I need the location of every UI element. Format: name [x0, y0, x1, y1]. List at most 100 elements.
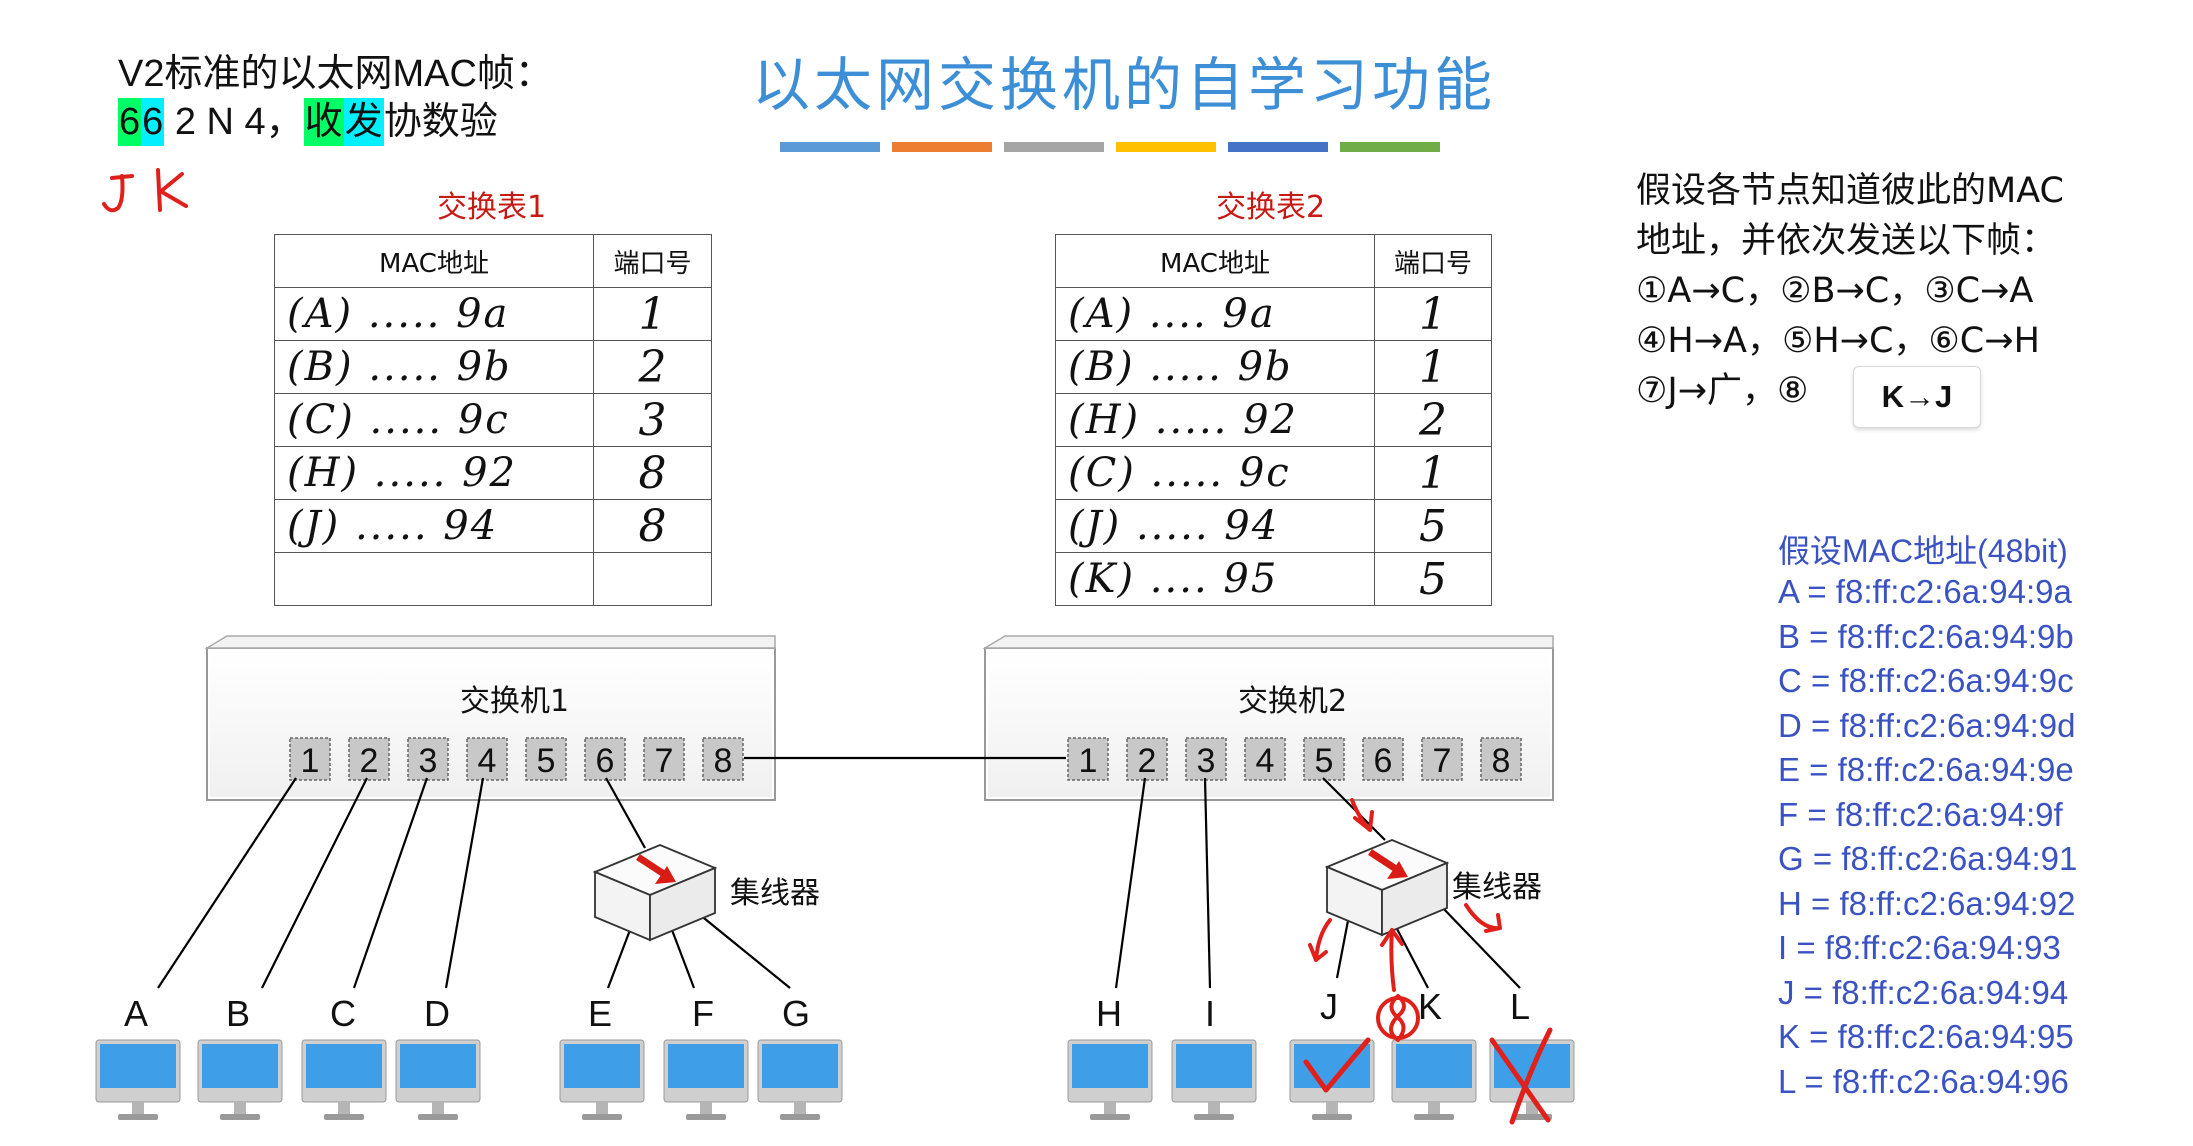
- switch-2-port-5: [1303, 737, 1345, 781]
- switch-1-port-label: 1: [301, 742, 320, 780]
- table2-port-cell: 1: [1374, 446, 1492, 500]
- switch-2-port-label: 8: [1492, 742, 1511, 780]
- switch-2-port-6: [1362, 737, 1404, 781]
- send-highlight: 发: [343, 98, 384, 146]
- switch-1-links: [157, 777, 791, 989]
- page-title: 以太网交换机的自学习功能: [752, 51, 1497, 119]
- table-row: (J) ..... 94 5: [1055, 499, 1492, 553]
- title-color-bar: [1228, 142, 1328, 152]
- table2-port-cell: 5: [1374, 552, 1492, 606]
- handwritten-jk: [102, 168, 188, 213]
- switch-table-2: MAC地址 端口号 (A) .... 9a 1 (B) ..... 9b 1 (…: [1055, 234, 1492, 606]
- table1-port-cell: 3: [593, 393, 712, 447]
- hub-2-label: 集线器: [1452, 870, 1542, 905]
- assumption-line-3: ①A→C，②B→C，③C→A: [1636, 271, 2034, 311]
- hub-1-arrow-icon: [636, 854, 676, 884]
- frame-8-button[interactable]: K→J: [1853, 366, 1981, 428]
- switch-2-port-8: [1480, 737, 1522, 781]
- computer-icon: [95, 1039, 181, 1120]
- host-computers: [95, 1039, 1575, 1120]
- switch-2-port-label: 5: [1315, 742, 1334, 780]
- computer-icon: [301, 1039, 387, 1120]
- table2-mac-cell: (H) ..... 92: [1055, 393, 1375, 447]
- node-label-f: F: [692, 993, 714, 1034]
- receive-highlight: 收: [303, 98, 344, 146]
- switch-2-label: 交换机2: [1238, 684, 1348, 719]
- node-label-h: H: [1096, 993, 1122, 1034]
- node-label-i: I: [1205, 993, 1216, 1034]
- node-label-e: E: [588, 993, 613, 1034]
- table1-mac-cell: (A) ..... 9a: [274, 287, 594, 341]
- table1-port-cell: 1: [593, 287, 712, 341]
- switch-2-port-label: 4: [1256, 742, 1275, 780]
- switch-1-port-3: [407, 737, 449, 781]
- table2-caption: 交换表2: [1216, 190, 1326, 225]
- switch-2-port-label: 1: [1079, 742, 1098, 780]
- switch-1-port-5: [525, 737, 567, 781]
- dest-mac-highlight: 6: [118, 98, 142, 146]
- table1-port-cell: 8: [593, 446, 712, 500]
- table1-mac-cell: (J) ..... 94: [274, 499, 594, 553]
- table-row: [274, 552, 712, 606]
- table2-mac-cell: (C) ..... 9c: [1055, 446, 1375, 500]
- up-arrow-icon: [1350, 798, 1374, 832]
- frame-format-line1: V2标准的以太网MAC帧：: [118, 53, 553, 95]
- switch-2-port-label: 3: [1197, 742, 1216, 780]
- assumption-line-2: 地址，并依次发送以下帧：: [1636, 221, 2057, 261]
- handwritten-step-8: [1376, 994, 1420, 1042]
- switch-2-port-1: [1067, 737, 1109, 781]
- assumption-line-1: 假设各节点知道彼此的MAC: [1636, 171, 2064, 211]
- hub-2: [1324, 839, 1450, 937]
- switch-table-1: MAC地址 端口号 (A) ..... 9a 1 (B) ..... 9b 2 …: [274, 234, 712, 606]
- table1-caption: 交换表1: [437, 190, 547, 225]
- node-label-l: L: [1510, 986, 1531, 1027]
- switch-1-port-4: [466, 737, 508, 781]
- table-row: (B) ..... 9b 2: [274, 340, 712, 394]
- table1-port-cell: 8: [593, 499, 712, 553]
- title-color-bar: [1116, 142, 1216, 152]
- computer-icon: [1171, 1039, 1257, 1120]
- title-color-bar: [1004, 142, 1104, 152]
- switch-2-port-label: 7: [1433, 742, 1452, 780]
- switch-1-port-7: [643, 737, 685, 781]
- mac-address-list: A = f8:ff:c2:6a:94:9a B = f8:ff:c2:6a:94…: [1778, 570, 2077, 1104]
- handwritten-annotations: [102, 168, 1553, 1125]
- frame-format-note: V2标准的以太网MAC帧： 66 2 N 4，收发协数验: [118, 50, 553, 146]
- switch-2-port-label: 2: [1138, 742, 1157, 780]
- table2-mac-cell: (A) .... 9a: [1055, 287, 1375, 341]
- switch-1-port-label: 7: [655, 742, 674, 780]
- table-row: (K) .... 95 5: [1055, 552, 1492, 606]
- switch-1-port-label: 2: [360, 742, 379, 780]
- table-row: (H) ..... 92 8: [274, 446, 712, 500]
- switch-2-port-7: [1421, 737, 1463, 781]
- assumption-line-4: ④H→A，⑤H→C，⑥C→H: [1636, 321, 2040, 361]
- table2-port-cell: 1: [1374, 340, 1492, 394]
- list-item: B = f8:ff:c2:6a:94:9b: [1778, 617, 2074, 655]
- frame-format-line2: 66 2 N 4，收发协数验: [118, 98, 553, 146]
- switch-2-port-3: [1185, 737, 1227, 781]
- cross-icon: [1489, 1027, 1553, 1125]
- hub-1: [592, 844, 718, 942]
- list-item: E = f8:ff:c2:6a:94:9e: [1778, 751, 2074, 788]
- list-item: J = f8:ff:c2:6a:94:94: [1778, 973, 2069, 1011]
- table1-mac-header: MAC地址: [274, 234, 594, 288]
- node-label-k: K: [1418, 986, 1443, 1027]
- src-mac-highlight: 6: [141, 98, 165, 146]
- switch-1-port-2: [348, 737, 390, 781]
- table2-port-cell: 1: [1374, 287, 1492, 341]
- title-color-bar: [892, 142, 992, 152]
- right-arrow-icon: [1464, 903, 1502, 933]
- table-row: (A) ..... 9a 1: [274, 287, 712, 341]
- title-color-bar: [1340, 142, 1440, 152]
- title-color-bar: [780, 142, 880, 152]
- switch-1-port-6: [584, 737, 626, 781]
- switch-1-port-8: [702, 737, 744, 781]
- table-row: (A) .... 9a 1: [1055, 287, 1492, 341]
- computer-icon: [757, 1039, 843, 1120]
- assumption-line-5: ⑦J→广，⑧: [1636, 371, 1809, 411]
- switch-2-port-4: [1244, 737, 1286, 781]
- table2-mac-cell: (B) ..... 9b: [1055, 340, 1375, 394]
- node-label-d: D: [424, 993, 450, 1034]
